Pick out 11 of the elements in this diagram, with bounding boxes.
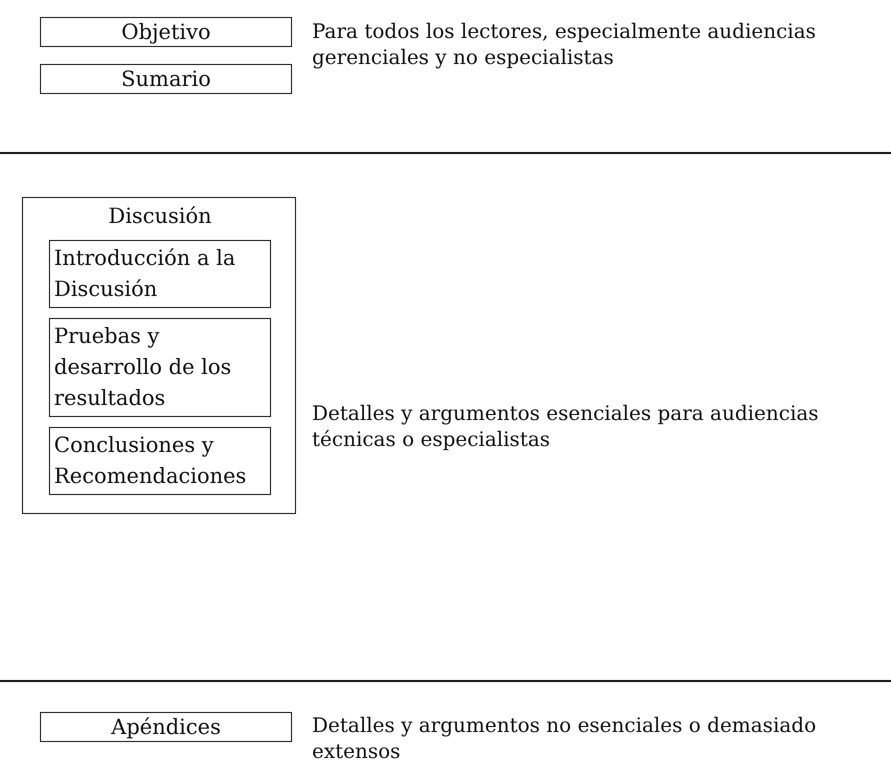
section-box: Objetivo (40, 17, 292, 47)
description-text: Detalles y argumentos no esenciales o demasiado extensos (312, 712, 818, 764)
section-box: Sumario (40, 64, 292, 94)
description-text: Detalles y argumentos esenciales para audiencias técnicas o especialistas (312, 400, 820, 452)
subsection-box: Pruebas y desarrollo de los resultados (49, 318, 271, 417)
subsection-box: Introducción a la Discusión (49, 240, 271, 308)
group-title: Discusión (107, 204, 213, 228)
group-box (22, 197, 296, 514)
section-box: Apéndices (40, 712, 292, 742)
subsection-box: Conclusiones y Recomendaciones (49, 427, 271, 495)
description-text: Para todos los lectores, especialmente audiencias gerenciales y no especialistas (312, 18, 817, 70)
